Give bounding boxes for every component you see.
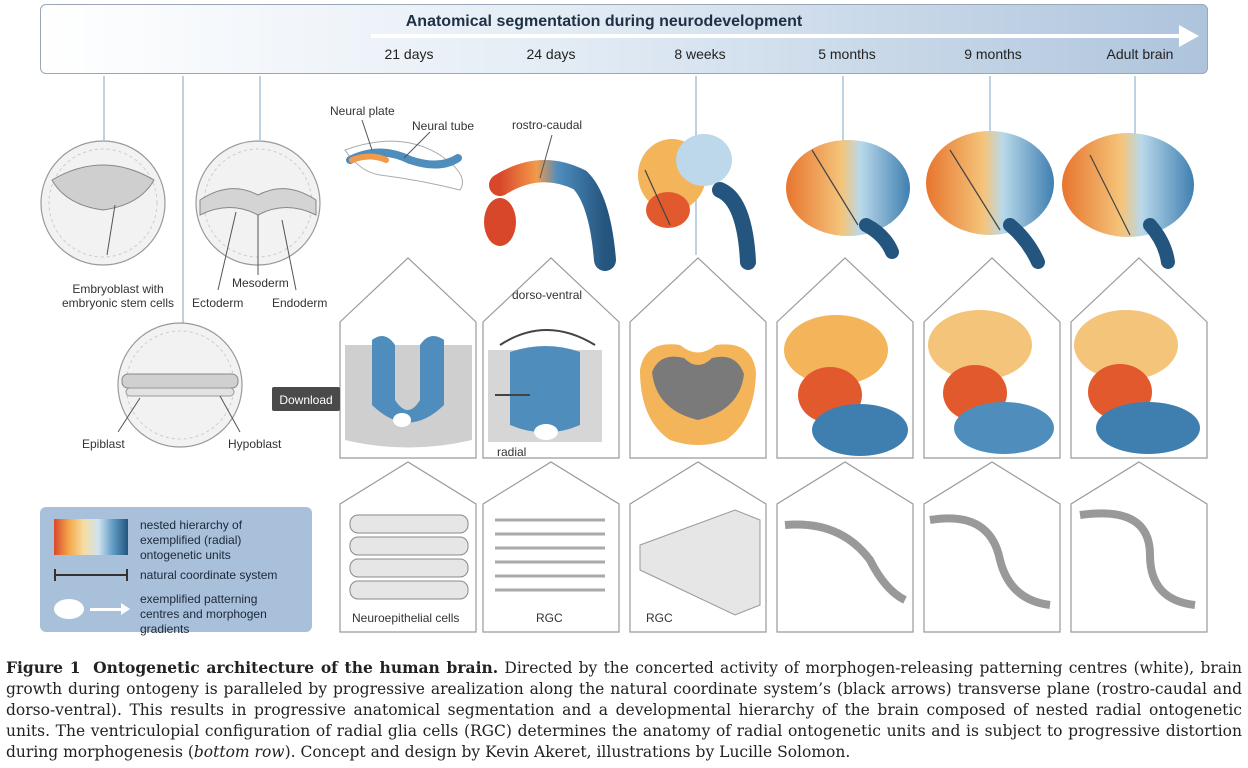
caption-title: Ontogenetic architecture of the human br…	[93, 658, 499, 677]
legend-box: nested hierarchy of exemplified (radial)…	[40, 507, 312, 636]
brain-9-months	[926, 131, 1054, 269]
legend-gradient-text: nested hierarchy of exemplified (radial)…	[140, 518, 243, 562]
brain-5-months	[786, 140, 910, 259]
neuroepithelial-cells-illustration	[349, 514, 469, 600]
figure-illustration: Anatomical segmentation during neurodeve…	[40, 4, 1208, 636]
label-neural-tube: Neural tube	[412, 119, 475, 133]
label-neuroepithelial-cells: Neuroepithelial cells	[352, 611, 460, 625]
neural-tube-illustration	[484, 134, 616, 271]
cross-section-24-days	[488, 329, 602, 442]
neural-plate-illustration	[344, 119, 463, 191]
label-mesoderm: Mesoderm	[232, 276, 289, 290]
timeline-arrow-shaft	[371, 34, 1181, 38]
label-embryoblast: Embryoblast with embryonic stem cells	[61, 282, 175, 310]
timeline-banner: Anatomical segmentation during neurodeve…	[40, 4, 1208, 74]
embryoblast-circle	[40, 140, 166, 266]
label-rgc-fan: RGC	[646, 611, 673, 625]
label-dorso-ventral: dorso-ventral	[512, 288, 583, 302]
legend-coordinate-text: natural coordinate system	[140, 568, 278, 582]
banner-title: Anatomical segmentation during neurodeve…	[405, 13, 803, 30]
label-ectoderm: Ectoderm	[192, 296, 244, 310]
legend-patterning-centre-icon	[54, 599, 84, 619]
timepoint-adult-brain: Adult brain	[1106, 46, 1174, 62]
timepoint-24-days: 24 days	[526, 46, 576, 62]
bottom-row-panels	[339, 461, 1208, 633]
label-epiblast: Epiblast	[82, 437, 125, 451]
brain-8-weeks	[638, 134, 756, 270]
label-rgc: RGC	[536, 611, 563, 625]
rgc-distortion-9-months	[929, 514, 1051, 609]
download-button[interactable]: Download	[272, 387, 340, 411]
legend-gradient-swatch	[54, 519, 128, 555]
label-rostro-caudal: rostro-caudal	[512, 118, 583, 132]
middle-row-panels	[339, 257, 1208, 459]
trilaminar-disc-circle	[195, 140, 321, 266]
figure-caption: Figure 1 Ontogenetic architecture of the…	[6, 657, 1242, 763]
caption-emphasis: bottom row	[193, 743, 285, 761]
caption-body-1: Directed by the concerted activity of mo…	[6, 659, 1242, 761]
rgc-distortion-5-months	[784, 520, 907, 604]
caption-figure-label: Figure 1	[6, 658, 81, 677]
timepoint-21-days: 21 days	[384, 46, 434, 62]
rgc-lines-illustration	[495, 518, 605, 592]
label-endoderm: Endoderm	[272, 296, 328, 310]
legend-patterning-text: exemplified patterning centres and morph…	[140, 592, 267, 636]
rgc-distortion-adult	[1079, 509, 1196, 609]
illustration-artwork	[40, 76, 1208, 633]
cross-section-adult	[1074, 310, 1200, 454]
cross-section-21-days	[345, 336, 472, 448]
timepoint-8-weeks: 8 weeks	[674, 46, 726, 62]
legend-gradient-arrow-icon	[90, 603, 130, 615]
label-neural-plate: Neural plate	[330, 104, 395, 118]
rgc-fan-illustration	[639, 509, 761, 616]
label-hypoblast: Hypoblast	[228, 437, 282, 451]
cross-section-8-weeks	[640, 344, 756, 445]
timepoint-9-months: 9 months	[964, 46, 1022, 62]
label-radial: radial	[497, 445, 527, 459]
legend-coordinate-line-icon	[54, 569, 128, 581]
cross-section-5-months	[784, 315, 908, 456]
bilaminar-disc-circle	[117, 322, 243, 448]
brain-adult	[1062, 133, 1194, 269]
timeline-arrow-icon	[1179, 25, 1199, 47]
cross-section-9-months	[928, 310, 1054, 454]
timepoint-5-months: 5 months	[818, 46, 876, 62]
caption-body-2: ). Concept and design by Kevin Akeret, i…	[284, 743, 851, 761]
